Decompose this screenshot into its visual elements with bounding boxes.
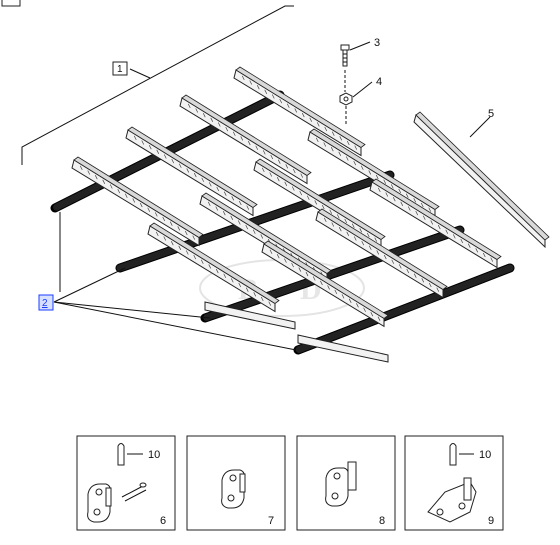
callout-3-label: 3 [374, 37, 380, 49]
slat-ridges-11 [269, 249, 381, 321]
slat-top-5 [309, 128, 440, 210]
callout-4-label: 4 [376, 76, 382, 88]
callout-7-label: 7 [268, 515, 274, 527]
callout-6-label: 6 [160, 515, 166, 527]
detail-box-8: 8 [296, 435, 396, 531]
link-plate-icon [325, 467, 349, 507]
slat-ridges-6 [261, 167, 378, 242]
slat-top-3 [127, 126, 258, 208]
slat-ridges-5 [315, 137, 432, 212]
callout-1-box [112, 61, 128, 76]
slat-ridges-8 [155, 231, 272, 306]
slat-top-9 [371, 178, 502, 260]
chain-links-2 [116, 171, 394, 272]
chain-links-3 [201, 226, 464, 322]
slat-group [71, 66, 502, 363]
detail-box-9: 9 10 [404, 435, 504, 531]
slat-top-6 [255, 158, 386, 240]
connecting-link-icon [87, 483, 111, 523]
lower-slat-1 [297, 334, 389, 363]
slat-top-10 [317, 208, 448, 290]
callout-9-label: 9 [488, 515, 494, 527]
callout-2-box[interactable] [38, 294, 54, 311]
bolt-part [340, 41, 371, 92]
cotter-pin-icon [117, 443, 125, 466]
slat-top-2 [181, 94, 312, 176]
slat-ridges-3 [133, 135, 250, 210]
cotter-pin-icon-2 [449, 443, 457, 466]
slat-ridges-2 [187, 103, 304, 178]
partial-callout-box [1, 0, 21, 7]
chain-links-4 [294, 264, 514, 354]
offset-link-icon [221, 469, 245, 509]
callout-10b-label: 10 [479, 449, 491, 461]
callout-10a-label: 10 [148, 449, 160, 461]
slat-11 [261, 243, 385, 328]
slat-top-11 [263, 240, 389, 319]
slat-ridges-9 [377, 187, 494, 262]
slat-ridges-10 [323, 217, 440, 292]
callout-1-label: 1 [117, 64, 123, 75]
slat-ridges-1 [241, 75, 358, 150]
chain-group [50, 90, 515, 355]
callout-5-label: 5 [488, 108, 494, 120]
nut-part [339, 81, 373, 125]
chain-leaders [53, 212, 297, 351]
slat-top-4 [73, 156, 204, 238]
slat-top-7 [201, 192, 332, 274]
spare-slat [413, 111, 550, 249]
slat-top-1 [235, 66, 366, 148]
slat-4 [71, 159, 200, 247]
callout-2-label[interactable]: 2 [42, 298, 48, 309]
slat-ridges-4 [79, 165, 196, 240]
detail-box-6: 6 10 [76, 435, 176, 531]
slat-top-8 [149, 222, 280, 304]
lower-slat-2 [204, 301, 296, 330]
assembly-bracket [21, 5, 294, 165]
detail-box-7: 7 [186, 435, 286, 531]
callout-8-label: 8 [379, 515, 385, 527]
